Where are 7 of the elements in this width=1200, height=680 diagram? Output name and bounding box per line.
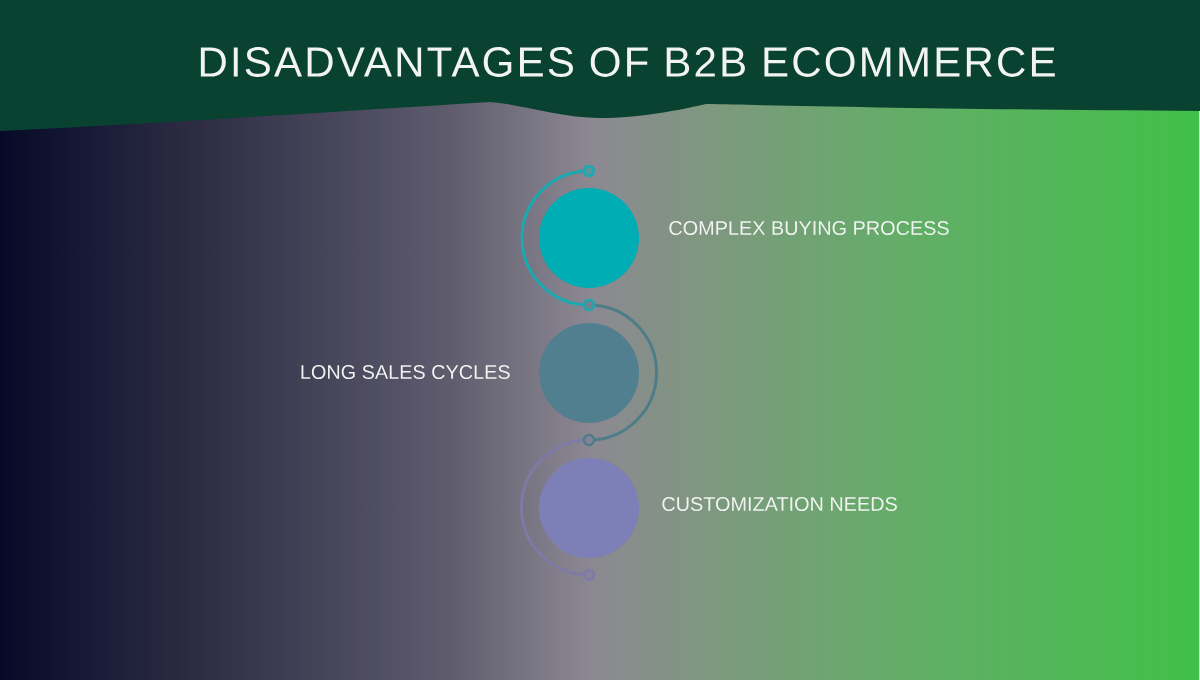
- title: DISADVANTAGES OF B2B ECOMMERCE: [200, 47, 1055, 77]
- filled-circle: [539, 323, 639, 423]
- filled-circle: [539, 458, 639, 558]
- filled-circle: [539, 188, 639, 288]
- item-label: CUSTOMIZATION NEEDS: [662, 497, 897, 512]
- item-label: COMPLEX BUYING PROCESS: [669, 221, 949, 236]
- item-label: LONG SALES CYCLES: [301, 365, 510, 380]
